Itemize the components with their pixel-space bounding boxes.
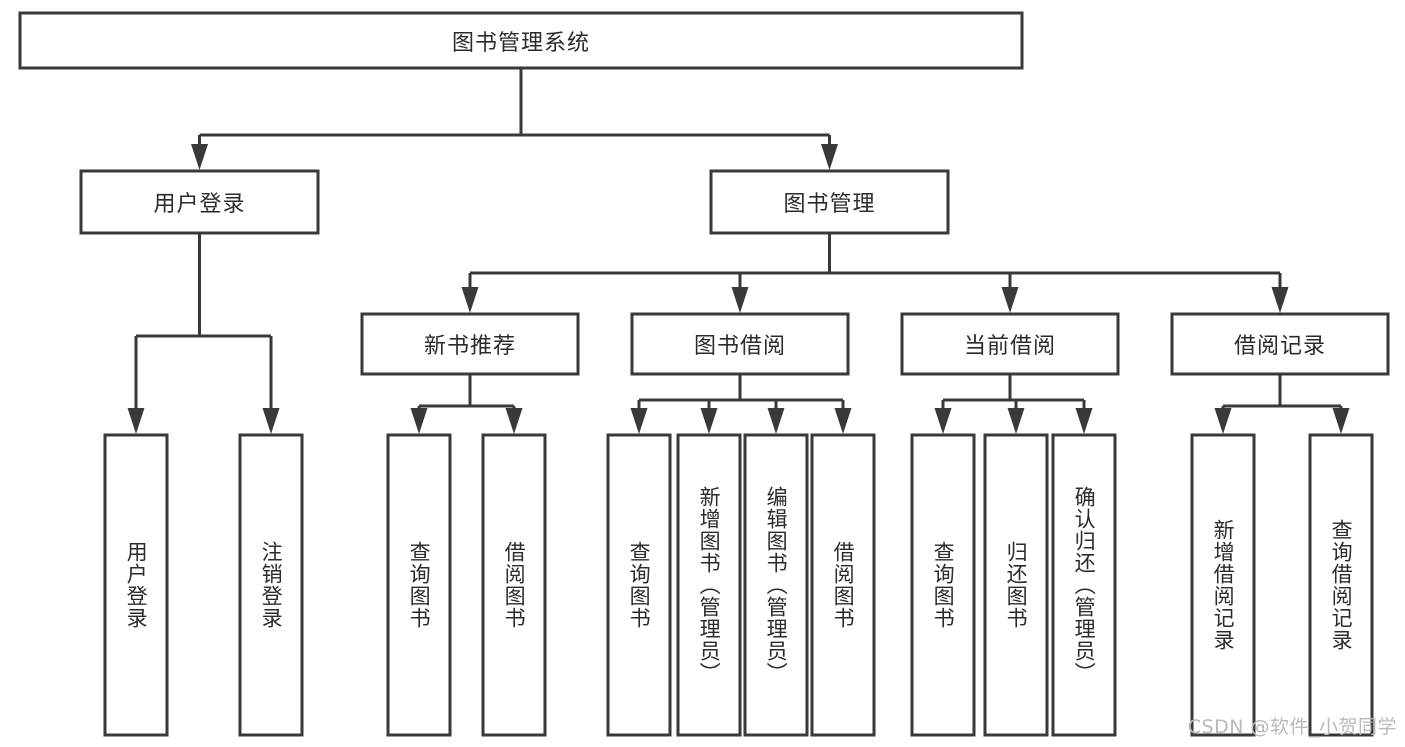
arrow-head-icon — [1007, 408, 1025, 434]
arrow-head-icon — [834, 408, 852, 434]
node-box-new-book-recommend[interactable] — [360, 312, 580, 376]
node-box-current-borrow[interactable] — [900, 312, 1120, 376]
node-box-leaf-user-login[interactable] — [103, 433, 169, 737]
arrow-head-icon — [505, 408, 523, 434]
node-box-leaf-return-book[interactable] — [983, 433, 1049, 737]
connector-user-login-to-leaves — [127, 233, 280, 434]
arrow-head-icon — [821, 144, 838, 170]
node-box-user-login[interactable] — [79, 169, 320, 235]
node-box-leaf-add-borrow-record[interactable] — [1190, 433, 1256, 737]
arrow-head-icon — [700, 408, 718, 434]
connector-new-book-recommend-to-leaves — [410, 374, 523, 434]
node-box-leaf-query-borrow-record[interactable] — [1308, 433, 1374, 737]
connector-root-to-level2 — [191, 68, 838, 170]
node-box-leaf-query-book-borrow[interactable] — [606, 433, 672, 737]
node-box-leaf-edit-book-admin[interactable] — [743, 433, 809, 737]
arrow-head-icon — [262, 408, 280, 434]
connector-current-borrow-to-leaves — [934, 374, 1093, 434]
node-box-leaf-add-book-admin[interactable] — [676, 433, 742, 737]
connector-borrow-record-to-leaves — [1214, 374, 1350, 434]
node-box-leaf-query-book-recommend[interactable] — [386, 433, 452, 737]
node-box-book-borrow[interactable] — [630, 312, 850, 376]
csdn-watermark: CSDN @软件_小贺同学 — [1187, 716, 1397, 738]
arrow-head-icon — [731, 287, 749, 313]
arrow-head-icon — [1214, 408, 1232, 434]
node-box-leaf-confirm-return-admin[interactable] — [1051, 433, 1117, 737]
node-box-root[interactable] — [18, 11, 1024, 70]
node-box-leaf-query-book-current[interactable] — [910, 433, 976, 737]
arrow-head-icon — [1271, 287, 1289, 313]
arrow-head-icon — [410, 408, 428, 434]
arrow-head-icon — [934, 408, 952, 434]
node-box-borrow-record[interactable] — [1170, 312, 1390, 376]
arrow-head-icon — [127, 408, 145, 434]
arrow-head-icon — [1075, 408, 1093, 434]
arrow-head-icon — [461, 287, 479, 313]
node-box-book-manage[interactable] — [709, 169, 950, 235]
arrow-head-icon — [630, 408, 648, 434]
arrow-head-icon — [191, 144, 208, 170]
node-box-leaf-borrow-book[interactable] — [810, 433, 876, 737]
connector-book-borrow-to-leaves — [630, 374, 852, 434]
arrow-head-icon — [767, 408, 785, 434]
arrow-head-icon — [1332, 408, 1350, 434]
connector-book-manage-to-level3 — [461, 233, 1289, 313]
node-box-leaf-logout[interactable] — [238, 433, 304, 737]
arrow-head-icon — [1001, 287, 1019, 313]
node-box-leaf-borrow-book-recommend[interactable] — [481, 433, 547, 737]
